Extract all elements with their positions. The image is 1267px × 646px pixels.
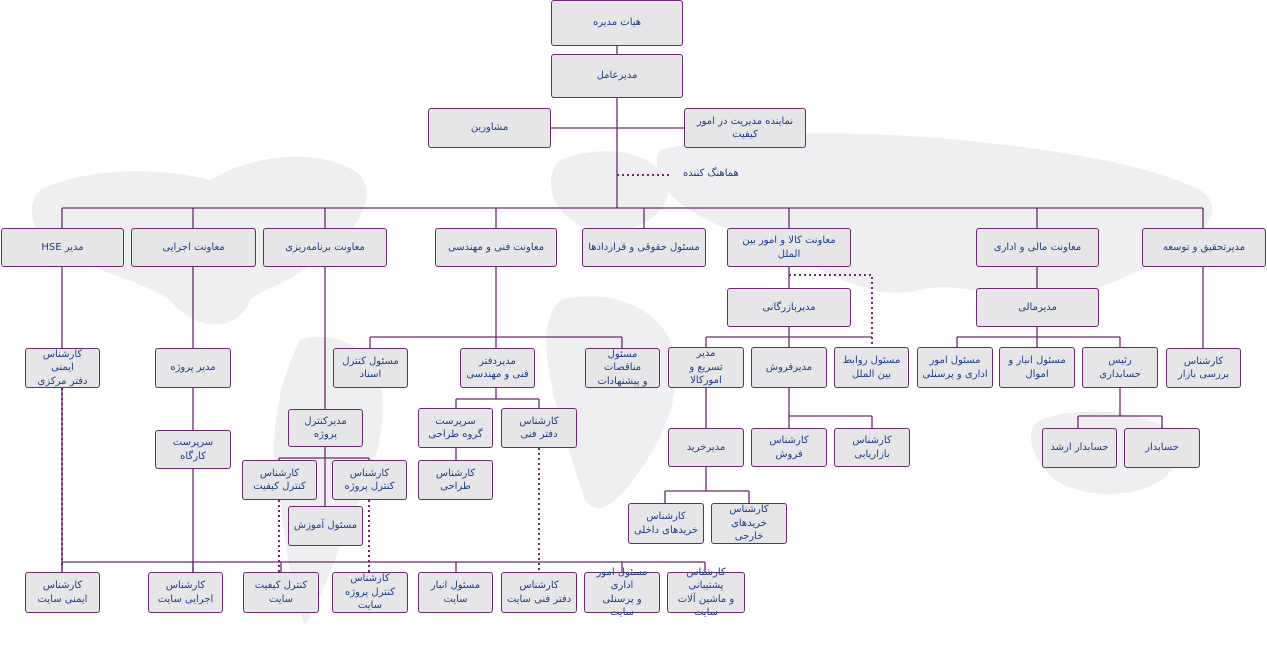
project-control-manager-box[interactable]: مدیرکنترل پروژه [288,409,363,447]
accountant-box[interactable]: حسابدار [1124,428,1200,468]
domestic-purchase-box[interactable]: کارشناس خریدهای داخلی [628,503,704,544]
chief-accountant-box[interactable]: رئیس حسابداری [1082,347,1158,388]
solid-connectors [61,46,1204,572]
tech-deputy-box[interactable]: معاونت فنی و مهندسی [435,228,557,267]
warehouse-assets-box[interactable]: مسئول انبار و اموال [999,347,1075,388]
site-project-control-box[interactable]: کارشناس کنترل پروژه سایت [332,572,408,613]
sales-manager-box[interactable]: مدیرفروش [751,347,827,388]
site-safety-box[interactable]: کارشناس ایمنی سایت [25,572,100,613]
planning-deputy-box[interactable]: معاونت برنامه‌ریزی [263,228,387,267]
tech-office-expert-box[interactable]: کارشناس دفتر فنی [501,408,577,448]
senior-accountant-box[interactable]: حسابدار ارشد [1042,428,1117,468]
ceo-box[interactable]: مدیرعامل [551,54,683,98]
intl-relations-box[interactable]: مسئول روابط بین الملل [834,347,909,388]
dotted-connectors [61,174,873,572]
training-officer-box[interactable]: مسئول آموزش [288,506,363,546]
project-control-expert-box[interactable]: کارشناس کنترل پروژه [332,460,407,500]
site-tech-office-box[interactable]: کارشناس دفتر فنی سایت [501,572,577,613]
coordinator-label: هماهنگ کننده [683,168,739,179]
purchase-manager-box[interactable]: مدیرخرید [668,428,744,467]
marketing-expert-box[interactable]: کارشناس بازاریابی [834,428,910,467]
foreign-purchase-box[interactable]: کارشناس خریدهای خارجی [711,503,787,544]
quality-rep-box[interactable]: نماینده مدیریت در امور کیفیت [684,108,806,148]
market-research-box[interactable]: کارشناس بررسی بازار [1166,348,1241,388]
site-quality-box[interactable]: کنترل کیفیت سایت [243,572,319,613]
hse-manager-box[interactable]: مدیر HSE [1,228,124,267]
sales-expert-box[interactable]: کارشناس فروش [751,428,827,467]
advisors-box[interactable]: مشاورین [428,108,551,148]
doc-control-box[interactable]: مسئول کنترل اسناد [333,348,408,388]
tech-office-manager-box[interactable]: مدیردفتر فنی و مهندسی [460,348,535,388]
world-map-background [31,133,1213,625]
hse-expert-box[interactable]: کارشناس ایمنی دفتر مرکزی [25,348,100,388]
site-admin-hr-box[interactable]: مسئول امور اداری و پرسنلی سایت [584,567,660,618]
finance-deputy-box[interactable]: معاونت مالی و اداری [976,228,1099,267]
workshop-supervisor-box[interactable]: سرپرست کارگاه [155,430,231,469]
site-warehouse-box[interactable]: مسئول انبار سایت [418,572,493,613]
design-expert-box[interactable]: کارشناس طراحی [418,460,493,500]
rnd-manager-box[interactable]: مدیرتحقیق و توسعه [1142,228,1266,267]
site-exec-box[interactable]: کارشناس اجرایی سایت [148,572,223,613]
project-manager-box[interactable]: مدیر پروژه [155,348,231,388]
admin-hr-box[interactable]: مسئول امور اداری و پرسنلی [917,347,993,388]
expedite-manager-box[interactable]: مدیر تسریع و امورکالا [668,347,744,388]
exec-deputy-box[interactable]: معاونت اجرایی [131,228,256,267]
design-group-head-box[interactable]: سرپرست گروه طراحی [418,408,493,448]
commerce-deputy-box[interactable]: معاونت کالا و امور بین الملل [727,228,851,267]
board-box[interactable]: هیات مدیره [551,0,683,46]
site-support-box[interactable]: کارشناس پشتیبانی و ماشین آلات سایت [667,567,745,618]
legal-box[interactable]: مسئول حقوقی و قراردادها [582,228,706,267]
tenders-officer-box[interactable]: مسئول مناقصات و پیشنهادات [585,348,660,388]
commerce-manager-box[interactable]: مدیربازرگانی [727,288,851,327]
finance-manager-box[interactable]: مدیرمالی [976,288,1099,327]
quality-control-expert-box[interactable]: کارشناس کنترل کیفیت [242,460,317,500]
